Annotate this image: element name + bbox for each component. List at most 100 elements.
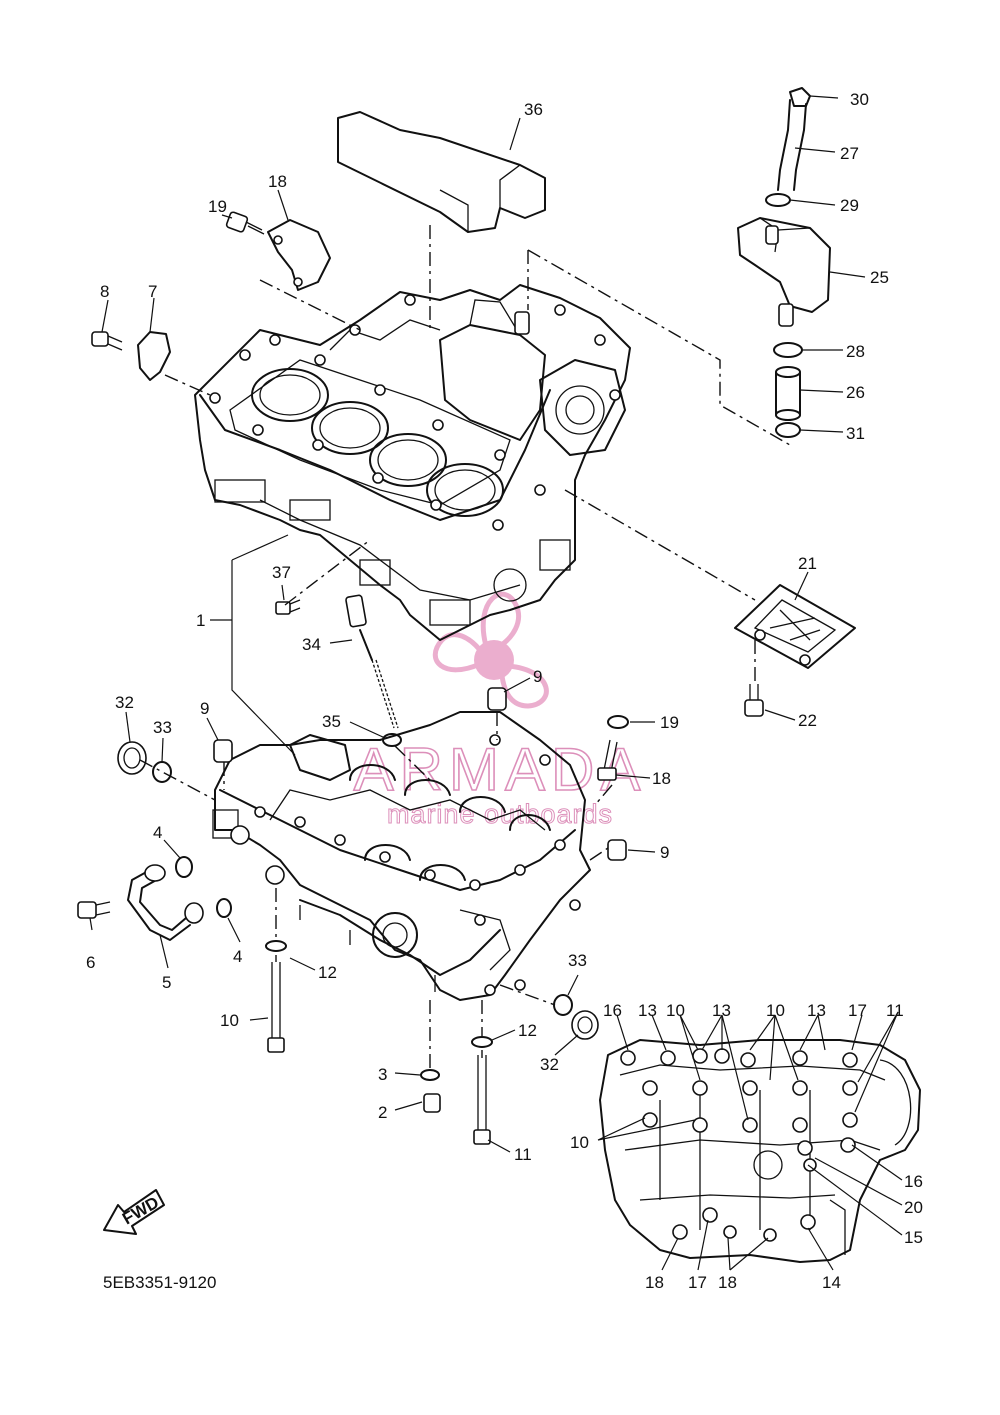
fwd-arrow-icon: FWD <box>103 1189 165 1235</box>
callout-33-right: 33 <box>568 951 587 970</box>
diagram-code: 5EB3351-9120 <box>103 1273 216 1292</box>
watermark-brand: ARMADA <box>354 736 647 803</box>
part-9-dowel-c <box>607 839 627 861</box>
callout-labels: 36 18 19 8 7 30 27 29 25 28 26 31 21 22 … <box>86 90 923 1292</box>
part-3-washer <box>420 1069 440 1081</box>
assembly-bolt-heads <box>620 1048 858 1242</box>
callout-4-a: 4 <box>153 823 162 842</box>
callout-12-left: 12 <box>318 963 337 982</box>
part-2-plug <box>423 1093 441 1113</box>
callout-21: 18 <box>268 172 287 191</box>
callout-1: 1 <box>196 611 205 630</box>
part-19-washer <box>607 715 629 729</box>
callout-d18-b: 18 <box>718 1273 737 1292</box>
part-22-bolt <box>225 211 265 235</box>
part-25-breather <box>737 217 831 327</box>
callout-19: 19 <box>660 713 679 732</box>
callout-9-right: 9 <box>660 843 669 862</box>
watermark-logo: ARMADA marine outboards <box>353 591 647 830</box>
callout-d13-c: 13 <box>807 1001 826 1020</box>
part-34-sensor <box>345 594 399 729</box>
part-35-oring <box>382 733 402 747</box>
callout-d10-c: 10 <box>570 1133 589 1152</box>
callout-d13-a: 13 <box>638 1001 657 1020</box>
callout-36: 36 <box>524 100 543 119</box>
part-9-dowel-b <box>213 739 233 763</box>
part-18-bolt <box>597 739 618 781</box>
callout-26: 26 <box>846 383 865 402</box>
part-4-oring-b <box>216 898 232 918</box>
part-6-bolt <box>77 901 111 919</box>
upper-crankcase <box>194 284 631 641</box>
part-33-washer-left <box>152 761 172 783</box>
part-29-clip <box>765 193 791 207</box>
callout-34: 34 <box>302 635 321 654</box>
callout-9-top: 9 <box>533 667 542 686</box>
callout-4-b: 4 <box>233 947 242 966</box>
callout-18: 18 <box>652 769 671 788</box>
part-24-bolt <box>744 684 764 717</box>
callout-12-b: 12 <box>518 1021 537 1040</box>
callout-30: 30 <box>850 90 869 109</box>
lower-case-holes <box>254 734 581 996</box>
callout-25: 25 <box>870 268 889 287</box>
part-32-plug-left <box>117 741 147 775</box>
part-23-strainer <box>734 584 856 669</box>
callout-d13-b: 13 <box>712 1001 731 1020</box>
upper-case-holes <box>209 294 621 531</box>
part-9-dowel-a <box>487 687 507 711</box>
part-28-clip <box>773 342 803 358</box>
callout-d18-a: 18 <box>645 1273 664 1292</box>
callout-d11: 11 <box>886 1001 904 1020</box>
callout-d17-bottom: 17 <box>688 1273 707 1292</box>
part-4-oring-a <box>175 856 193 878</box>
callout-31: 31 <box>846 424 865 443</box>
callout-32-left: 32 <box>115 693 134 712</box>
callout-6: 6 <box>86 953 95 972</box>
fwd-label: FWD <box>119 1193 162 1229</box>
leader-lines <box>89 95 903 1271</box>
callout-33-left: 33 <box>153 718 172 737</box>
assembly-dashed-lines <box>139 225 791 1070</box>
part-26-hose <box>775 366 801 421</box>
callout-5: 5 <box>162 973 171 992</box>
part-31-clip <box>775 422 801 438</box>
part-11-bolt <box>473 1055 491 1145</box>
callout-d15: 15 <box>904 1228 923 1247</box>
callout-d16-top: 16 <box>603 1001 622 1020</box>
part-32-plug-right <box>571 1010 599 1040</box>
part-36-cover <box>337 111 546 233</box>
callout-8: 8 <box>100 282 109 301</box>
callout-24: 22 <box>798 711 817 730</box>
callout-d10-a: 10 <box>666 1001 685 1020</box>
part-30-clamp <box>789 87 811 107</box>
callout-23: 21 <box>798 554 817 573</box>
part-8-bolt <box>91 331 123 351</box>
callout-11-lower: 11 <box>514 1145 532 1164</box>
part-5-pipe <box>127 869 191 941</box>
lower-crankcase <box>212 711 591 1001</box>
callout-d14: 14 <box>822 1273 841 1292</box>
callout-37: 37 <box>272 563 291 582</box>
callout-27: 27 <box>840 144 859 163</box>
callout-d20: 20 <box>904 1198 923 1217</box>
callout-7: 7 <box>148 282 157 301</box>
callout-d10-b: 10 <box>766 1001 785 1020</box>
callout-28: 28 <box>846 342 865 361</box>
callout-10-left: 10 <box>220 1011 239 1030</box>
callout-d17-top: 17 <box>848 1001 867 1020</box>
part-21 <box>267 219 331 291</box>
part-7 <box>137 331 171 381</box>
part-27-hose <box>777 99 807 191</box>
callout-3: 3 <box>378 1065 387 1084</box>
callout-32-right: 32 <box>540 1055 559 1074</box>
part-12-washer-b <box>471 1036 493 1048</box>
callout-35: 35 <box>322 712 341 731</box>
part-10-bolt <box>267 962 285 1053</box>
callout-d16-right: 16 <box>904 1172 923 1191</box>
part-33-washer-right <box>553 994 573 1016</box>
callout-29: 29 <box>840 196 859 215</box>
callout-22: 19 <box>208 197 227 216</box>
callout-2: 2 <box>378 1103 387 1122</box>
